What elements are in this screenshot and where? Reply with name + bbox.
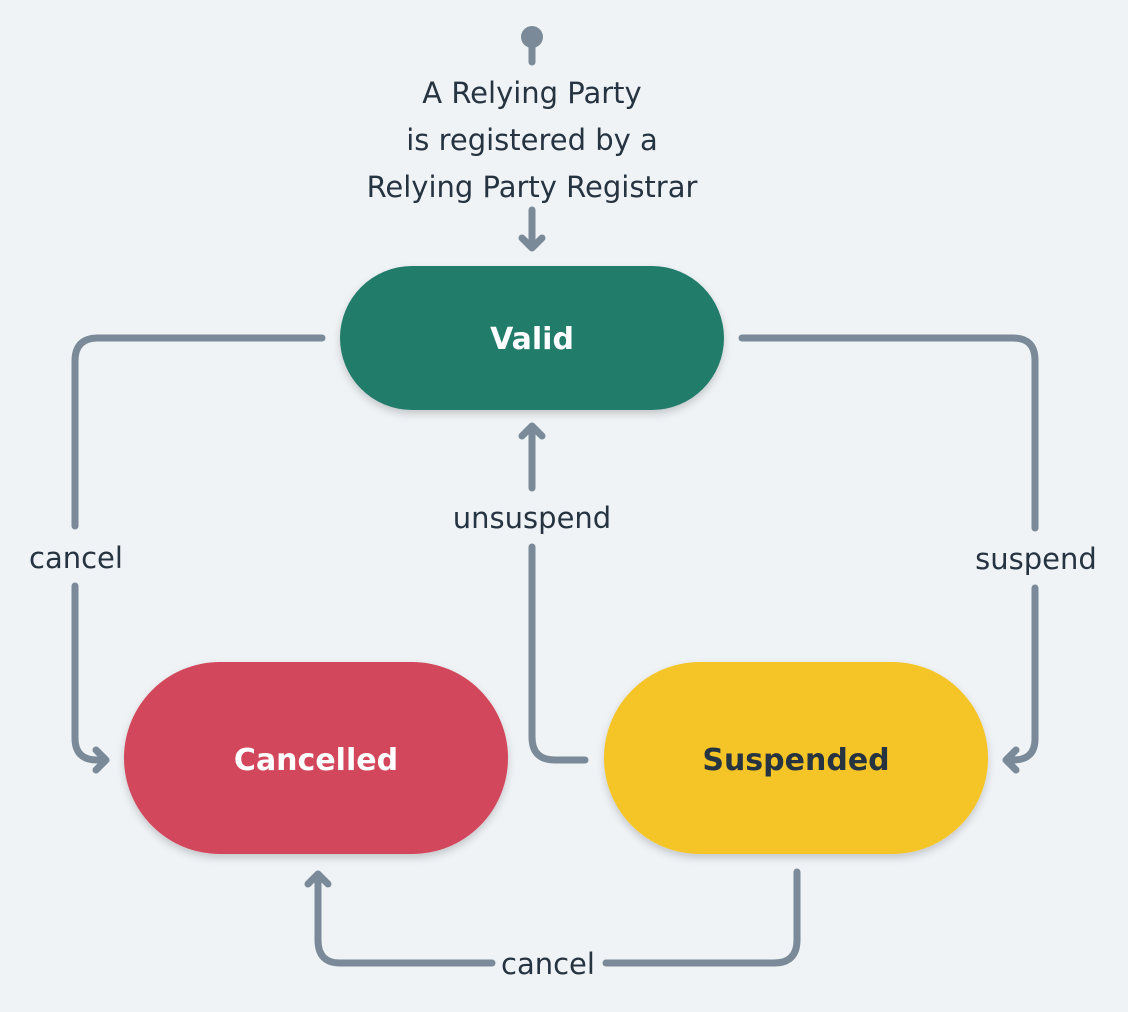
initial-arrow xyxy=(518,206,546,252)
cancel-label-bottom: cancel xyxy=(501,947,595,981)
state-suspended: Suspended xyxy=(604,662,988,854)
state-cancelled-label: Cancelled xyxy=(234,743,398,778)
transition-suspended-to-cancelled xyxy=(304,868,801,967)
state-valid-label: Valid xyxy=(490,322,574,357)
transition-suspended-to-valid xyxy=(518,422,589,764)
transition-valid-to-cancelled xyxy=(71,334,326,774)
start-note-line-3: Relying Party Registrar xyxy=(367,170,698,204)
start-note-line-2: is registered by a xyxy=(406,123,658,157)
state-suspended-label: Suspended xyxy=(702,743,889,778)
state-valid: Valid xyxy=(340,266,724,410)
suspend-label: suspend xyxy=(975,542,1097,576)
transition-valid-to-suspended xyxy=(738,334,1039,774)
cancel-label-left: cancel xyxy=(29,541,123,575)
unsuspend-label: unsuspend xyxy=(453,501,611,535)
state-suspended-shape xyxy=(604,662,988,854)
state-cancelled-shape xyxy=(124,662,508,854)
state-cancelled: Cancelled xyxy=(124,662,508,854)
start-marker xyxy=(521,26,543,66)
start-note: A Relying Party is registered by a Relyi… xyxy=(367,76,698,204)
state-valid-shape xyxy=(340,266,724,410)
start-note-line-1: A Relying Party xyxy=(422,76,641,110)
